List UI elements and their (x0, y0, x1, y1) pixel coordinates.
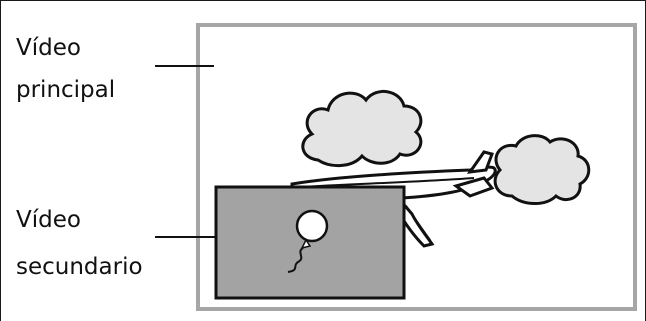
cloud-right (495, 136, 589, 204)
secondary-video-frame (216, 187, 404, 298)
balloon-icon (297, 211, 327, 241)
